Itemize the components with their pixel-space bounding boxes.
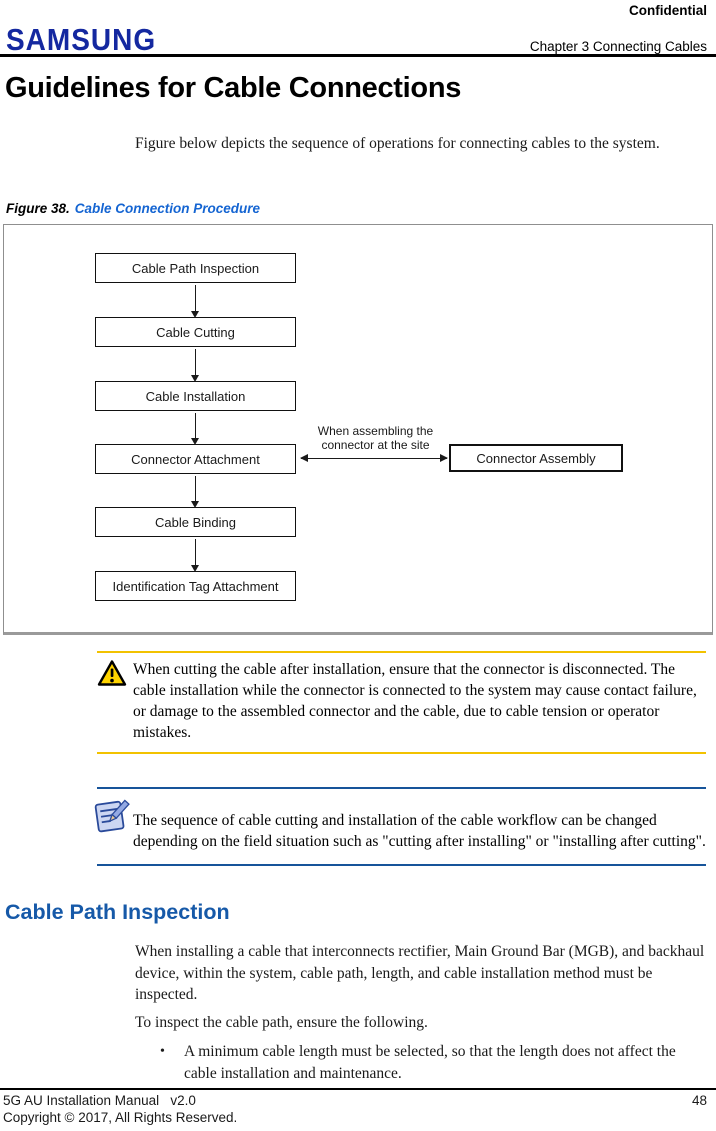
flow-step-connector-assembly: Connector Assembly	[449, 444, 623, 472]
page-title: Guidelines for Cable Connections	[5, 72, 462, 104]
note-pencil-icon	[88, 794, 132, 843]
figure-frame: Cable Path Inspection Cable Cutting Cabl…	[3, 224, 713, 635]
flow-step-cable-cutting: Cable Cutting	[95, 317, 296, 347]
down-arrow-icon	[191, 285, 200, 318]
intro-paragraph: Figure below depicts the sequence of ope…	[135, 135, 660, 152]
section-heading-cable-path-inspection: Cable Path Inspection	[5, 900, 230, 924]
bullet-icon: •	[160, 1044, 165, 1059]
double-arrow-icon	[300, 453, 448, 462]
chapter-header: Chapter 3 Connecting Cables	[529, 39, 707, 54]
footer-page-number: 48	[691, 1093, 707, 1108]
warning-triangle-icon	[97, 659, 127, 692]
down-arrow-icon	[191, 413, 200, 445]
section-paragraph: To inspect the cable path, ensure the fo…	[135, 1014, 428, 1031]
section-paragraph: When installing a cable that interconnec…	[135, 943, 705, 1003]
side-arrow-label: When assembling the connector at the sit…	[317, 424, 434, 452]
warning-admonition: When cutting the cable after installatio…	[97, 651, 706, 754]
footer-manual-title: 5G AU Installation Manual v2.0	[3, 1093, 196, 1108]
flow-step-connector-attachment: Connector Attachment	[95, 444, 296, 474]
down-arrow-icon	[191, 476, 200, 508]
down-arrow-icon	[191, 349, 200, 382]
header-divider	[0, 54, 716, 57]
flow-step-cable-path-inspection: Cable Path Inspection	[95, 253, 296, 283]
bullet-list-item: • A minimum cable length must be selecte…	[160, 1041, 708, 1084]
note-text: The sequence of cable cutting and instal…	[133, 812, 706, 850]
confidential-marking: Confidential	[629, 3, 707, 18]
figure-caption-text: Cable Connection Procedure	[74, 201, 261, 216]
flow-step-cable-installation: Cable Installation	[95, 381, 296, 411]
footer-copyright: Copyright © 2017, All Rights Reserved.	[3, 1110, 238, 1125]
samsung-logo: SAMSUNG	[6, 23, 157, 57]
footer-divider	[0, 1088, 716, 1090]
bullet-text: A minimum cable length must be selected,…	[184, 1043, 676, 1082]
flow-step-cable-binding: Cable Binding	[95, 507, 296, 537]
figure-caption: Figure 38. Cable Connection Procedure	[6, 201, 260, 216]
note-admonition: The sequence of cable cutting and instal…	[94, 787, 706, 866]
down-arrow-icon	[191, 539, 200, 572]
figure-number: Figure 38.	[6, 201, 70, 216]
flow-step-identification-tag-attachment: Identification Tag Attachment	[95, 571, 296, 601]
warning-text: When cutting the cable after installatio…	[133, 661, 697, 741]
